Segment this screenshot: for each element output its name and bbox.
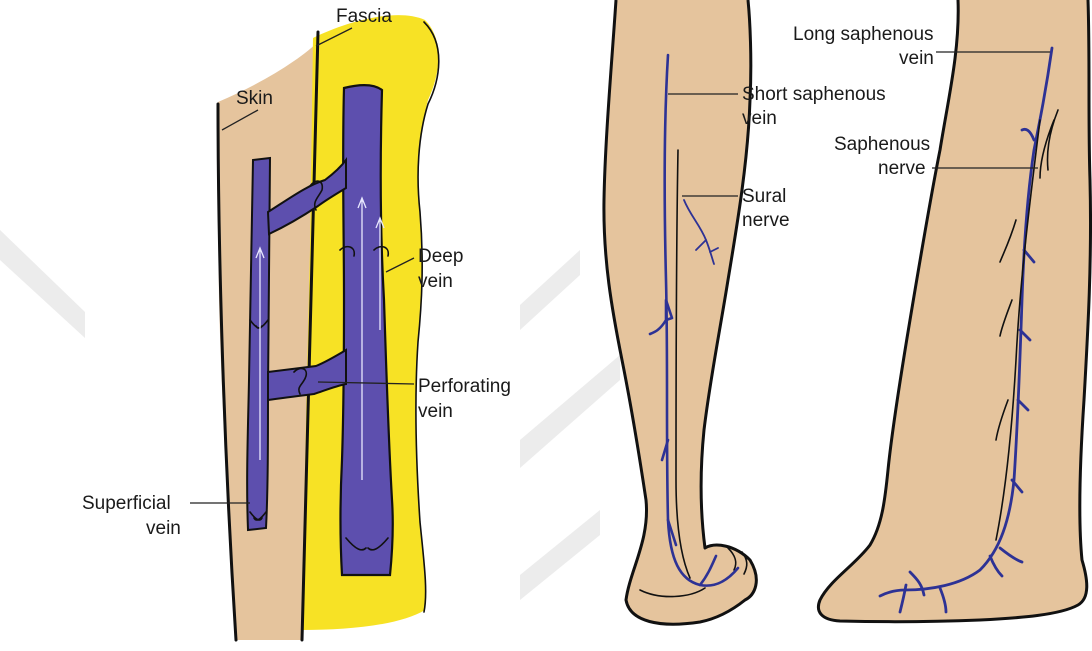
- label-saphenous-nerve-2: nerve: [878, 158, 926, 179]
- label-sural-nerve-2: nerve: [742, 210, 790, 231]
- vein-section-diagram: Fascia Skin Deep vein Perforating vein S…: [82, 6, 511, 640]
- label-deep-vein-1: Deep: [418, 246, 463, 267]
- label-saphenous-nerve-1: Saphenous: [834, 134, 930, 155]
- label-superficial-vein-2: vein: [146, 518, 181, 539]
- label-skin: Skin: [236, 88, 273, 109]
- posterior-leg: Short saphenous vein Sural nerve: [604, 0, 886, 624]
- label-perforating-vein-2: vein: [418, 401, 453, 422]
- label-long-saphenous-1: Long saphenous: [793, 24, 934, 45]
- label-perforating-vein-1: Perforating: [418, 376, 511, 397]
- label-deep-vein-2: vein: [418, 271, 453, 292]
- label-fascia: Fascia: [336, 6, 392, 27]
- label-superficial-vein-1: Superficial: [82, 493, 171, 514]
- label-short-saphenous-2: vein: [742, 108, 777, 129]
- label-long-saphenous-2: vein: [899, 48, 934, 69]
- label-short-saphenous-1: Short saphenous: [742, 84, 886, 105]
- label-sural-nerve-1: Sural: [742, 186, 786, 207]
